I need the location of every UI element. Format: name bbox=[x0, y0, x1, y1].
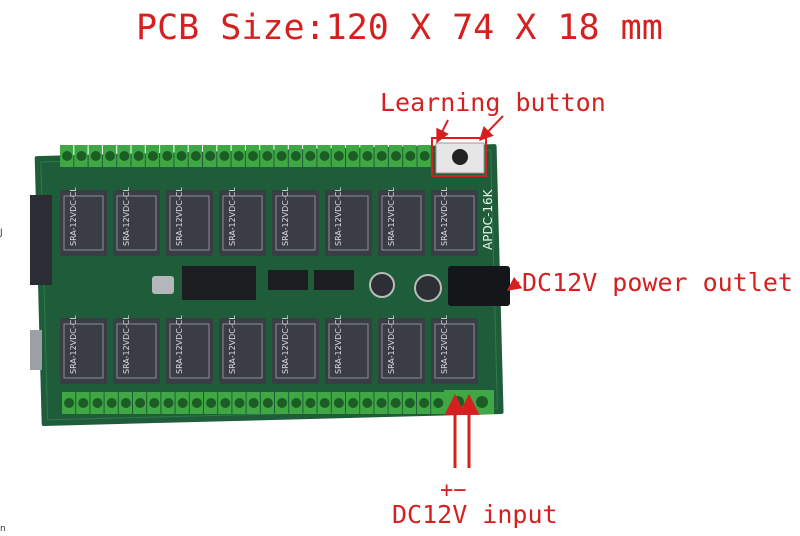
relay: SRA-12VDC-CL bbox=[378, 187, 425, 256]
bottom-terminal-block bbox=[62, 392, 445, 414]
relay: SRA-12VDC-CL bbox=[325, 315, 372, 384]
power-outlet-label: DC12V power outlet bbox=[522, 268, 793, 297]
relay: SRA-12VDC-CL bbox=[431, 315, 478, 384]
relay-row-top: SRA-12VDC-CL SRA-12VDC-CL SRA-12VDC-CL SRA-… bbox=[60, 187, 478, 256]
svg-text:SRA-12VDC-CL: SRA-12VDC-CL bbox=[228, 315, 237, 374]
relay: SRA-12VDC-CL bbox=[219, 315, 266, 384]
learning-button-knob bbox=[452, 149, 468, 165]
pcb-size-title: PCB Size:120 X 74 X 18 mm bbox=[136, 8, 663, 48]
power-outlet-arrow bbox=[506, 276, 523, 291]
svg-text:SRA-12VDC-CL: SRA-12VDC-CL bbox=[175, 187, 184, 246]
svg-text:SRA-12VDC-CL: SRA-12VDC-CL bbox=[175, 315, 184, 374]
learning-button-label: Learning button bbox=[380, 88, 606, 117]
polarity-label: +− bbox=[440, 478, 467, 503]
top-terminal-block bbox=[60, 145, 431, 167]
dc-power-jack bbox=[448, 266, 510, 306]
left-header-connector bbox=[30, 195, 52, 285]
svg-text:SRA-12VDC-CL: SRA-12VDC-CL bbox=[228, 187, 237, 246]
svg-text:SRA-12VDC-CL: SRA-12VDC-CL bbox=[69, 187, 78, 246]
relay: SRA-12VDC-CL bbox=[378, 315, 425, 384]
left-side-component bbox=[30, 330, 42, 370]
svg-text:SRA-12VDC-CL: SRA-12VDC-CL bbox=[440, 315, 449, 374]
svg-text:SRA-12VDC-CL: SRA-12VDC-CL bbox=[334, 315, 343, 374]
stray-mark-bottom: n bbox=[0, 524, 6, 534]
learning-arrow-right bbox=[479, 115, 504, 142]
learning-button-highlight-box bbox=[431, 137, 487, 177]
stray-mark-top: J bbox=[0, 228, 3, 238]
relay: SRA-12VDC-CL bbox=[272, 187, 319, 256]
relay: SRA-12VDC-CL bbox=[325, 187, 372, 256]
crystal-oscillator bbox=[152, 276, 174, 294]
svg-text:SRA-12VDC-CL: SRA-12VDC-CL bbox=[69, 315, 78, 374]
svg-text:SRA-12VDC-CL: SRA-12VDC-CL bbox=[387, 315, 396, 374]
svg-text:SRA-12VDC-CL: SRA-12VDC-CL bbox=[387, 187, 396, 246]
relay: SRA-12VDC-CL bbox=[113, 187, 160, 256]
svg-text:SRA-12VDC-CL: SRA-12VDC-CL bbox=[281, 187, 290, 246]
main-ic-chip bbox=[182, 266, 256, 300]
relay: SRA-12VDC-CL bbox=[272, 315, 319, 384]
dc-input-label: DC12V input bbox=[392, 500, 558, 529]
relay: SRA-12VDC-CL bbox=[166, 187, 213, 256]
ic-chip-3 bbox=[314, 270, 354, 290]
relay: SRA-12VDC-CL bbox=[166, 315, 213, 384]
ic-chip-2 bbox=[268, 270, 308, 290]
svg-text:SRA-12VDC-CL: SRA-12VDC-CL bbox=[440, 187, 449, 246]
relay: SRA-12VDC-CL bbox=[219, 187, 266, 256]
relay: SRA-12VDC-CL bbox=[431, 187, 478, 256]
svg-text:SRA-12VDC-CL: SRA-12VDC-CL bbox=[122, 315, 131, 374]
svg-text:SRA-12VDC-CL: SRA-12VDC-CL bbox=[281, 315, 290, 374]
relay: SRA-12VDC-CL bbox=[113, 315, 160, 384]
relay: SRA-12VDC-CL bbox=[60, 315, 107, 384]
capacitor-2 bbox=[414, 274, 442, 302]
relay: SRA-12VDC-CL bbox=[60, 187, 107, 256]
board-model-text: APDC-16K bbox=[481, 188, 495, 250]
relay-row-bottom: SRA-12VDC-CL SRA-12VDC-CL SRA-12VDC-CL SRA-… bbox=[60, 315, 478, 384]
svg-text:SRA-12VDC-CL: SRA-12VDC-CL bbox=[334, 187, 343, 246]
svg-text:SRA-12VDC-CL: SRA-12VDC-CL bbox=[122, 187, 131, 246]
learning-arrow-left bbox=[436, 119, 449, 144]
capacitor-1 bbox=[369, 272, 395, 298]
